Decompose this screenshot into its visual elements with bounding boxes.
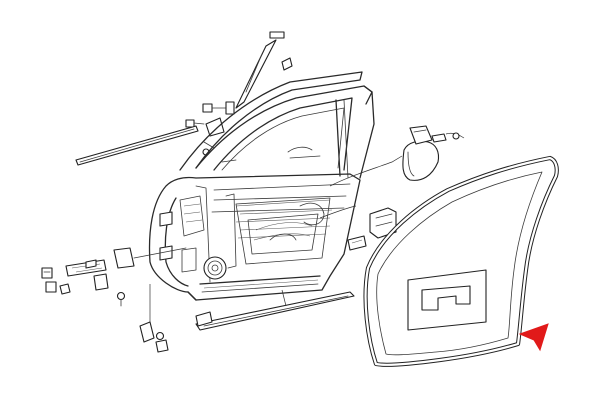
clip-small-top — [281, 57, 293, 71]
door-handle — [65, 259, 107, 277]
mirror-wiring — [319, 132, 465, 219]
clip-left-lower — [45, 281, 71, 295]
handle-bezel — [93, 273, 109, 291]
door-weatherstrip-seal — [363, 155, 559, 367]
side-mirror — [402, 125, 460, 181]
mirror-mount-bracket — [202, 117, 225, 156]
door-lock-cylinder — [113, 247, 187, 269]
screw-upper — [185, 101, 235, 128]
door-shell — [148, 173, 361, 301]
lower-bracket — [347, 235, 367, 251]
bolt-left — [116, 291, 126, 307]
door-speaker — [203, 256, 227, 280]
door-hinges — [159, 211, 173, 261]
lower-molding-strip — [195, 289, 355, 331]
pillar-garnish — [235, 31, 285, 109]
watershield-panel — [407, 269, 487, 331]
red-arrow-icon — [518, 323, 549, 352]
belt-molding-strip — [75, 125, 199, 166]
clip-left-upper — [41, 267, 53, 279]
rear-bracket — [369, 207, 397, 239]
door-window-frame — [179, 71, 375, 179]
door-check-strap — [139, 284, 169, 353]
